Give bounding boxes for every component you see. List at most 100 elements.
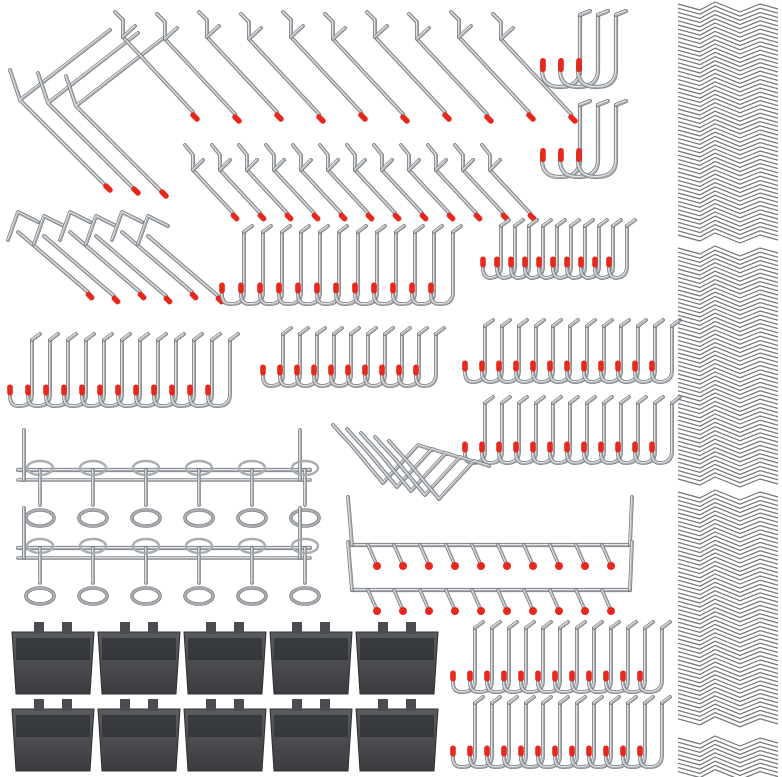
- wave-clip: [677, 127, 779, 139]
- wire-highlight: [381, 333, 402, 386]
- wire: [534, 318, 546, 328]
- red-tip: [529, 562, 537, 570]
- wire-highlight: [376, 225, 385, 232]
- red-tip: [373, 562, 381, 570]
- wave-clip: [677, 77, 779, 89]
- red-tip: [43, 384, 49, 396]
- wire: [121, 24, 137, 39]
- red-tip: [85, 291, 95, 301]
- bin-peg: [120, 699, 130, 711]
- red-tip: [451, 562, 459, 570]
- wire: [434, 158, 448, 172]
- wire-highlight: [489, 159, 500, 170]
- wave-clip: [677, 194, 779, 206]
- wire-highlight: [139, 333, 148, 340]
- wave-clip: [677, 106, 779, 118]
- wave-clip: [677, 699, 779, 711]
- bin-opening: [102, 638, 176, 660]
- wire-highlight: [576, 103, 617, 178]
- wire-highlight: [408, 159, 419, 170]
- wire: [513, 218, 525, 228]
- wave-clip: [677, 661, 779, 673]
- wire-highlight: [31, 333, 40, 340]
- red-tip: [257, 282, 263, 294]
- wire-highlight: [59, 211, 140, 292]
- wire-highlight: [164, 27, 177, 39]
- wire-highlight: [637, 396, 646, 403]
- wire-highlight: [360, 432, 461, 491]
- wire-highlight: [63, 339, 86, 406]
- wire-highlight: [111, 211, 192, 292]
- wire-highlight: [583, 325, 604, 382]
- wire-highlight: [603, 319, 612, 326]
- wire: [500, 395, 512, 405]
- wave-clip: [677, 342, 779, 354]
- red-tip: [592, 256, 598, 268]
- wire-highlight: [481, 325, 502, 382]
- wire-highlight: [153, 339, 176, 406]
- wire-highlight: [175, 333, 184, 340]
- red-tip: [450, 745, 456, 757]
- wire: [205, 24, 221, 39]
- wire-highlight: [552, 396, 561, 403]
- wire: [375, 224, 387, 234]
- red-tip: [467, 745, 473, 757]
- wave-clip: [677, 274, 779, 286]
- red-tip: [314, 282, 320, 294]
- wire: [84, 332, 96, 342]
- wire-highlight: [37, 32, 138, 188]
- red-tip: [392, 212, 402, 222]
- red-tip: [260, 364, 266, 376]
- wire-highlight: [324, 13, 403, 114]
- wire-highlight: [81, 339, 104, 406]
- red-tip: [328, 364, 334, 376]
- ring: [289, 586, 321, 606]
- wire-highlight: [661, 696, 670, 703]
- ring: [289, 508, 321, 528]
- wire: [551, 318, 563, 328]
- wave-clip: [677, 47, 779, 59]
- red-tip: [450, 670, 456, 682]
- wire-highlight: [518, 319, 527, 326]
- red-tip: [61, 384, 67, 396]
- wire-highlight: [610, 621, 619, 628]
- red-tip: [503, 562, 511, 570]
- wire-highlight: [514, 219, 523, 226]
- wave-clip: [677, 581, 779, 593]
- bin-opening: [188, 638, 262, 660]
- wave-clip: [677, 144, 779, 156]
- red-tip: [518, 745, 524, 757]
- wire-highlight: [207, 339, 230, 406]
- red-tip: [552, 670, 558, 682]
- wire-highlight: [481, 144, 530, 213]
- wire-highlight: [103, 333, 112, 340]
- wire: [366, 326, 378, 336]
- red-tip: [446, 212, 456, 222]
- wave-clip: [677, 752, 779, 764]
- wave-clip: [677, 670, 779, 682]
- bin-peg: [378, 699, 388, 711]
- wire-highlight: [416, 27, 429, 39]
- wire-highlight: [240, 13, 319, 114]
- wire-highlight: [350, 327, 359, 334]
- wave-clip: [677, 384, 779, 396]
- wire-highlight: [500, 219, 509, 226]
- bin-peg: [234, 622, 244, 634]
- wave-clip: [677, 476, 779, 488]
- wire-highlight: [243, 225, 252, 232]
- wave-clip: [677, 463, 779, 475]
- wave-clip: [677, 682, 779, 694]
- wire-highlight: [575, 589, 584, 608]
- wave-clip: [677, 203, 779, 215]
- wire: [592, 695, 604, 705]
- wire-highlight: [374, 25, 387, 37]
- red-tip: [501, 670, 507, 682]
- wave-clip: [677, 1, 779, 13]
- red-tip: [371, 282, 377, 294]
- wire-highlight: [518, 396, 527, 403]
- red-tip: [547, 441, 553, 453]
- bin-opening: [360, 638, 434, 660]
- wire: [457, 24, 473, 39]
- red-tip: [536, 256, 542, 268]
- red-tip: [428, 282, 434, 294]
